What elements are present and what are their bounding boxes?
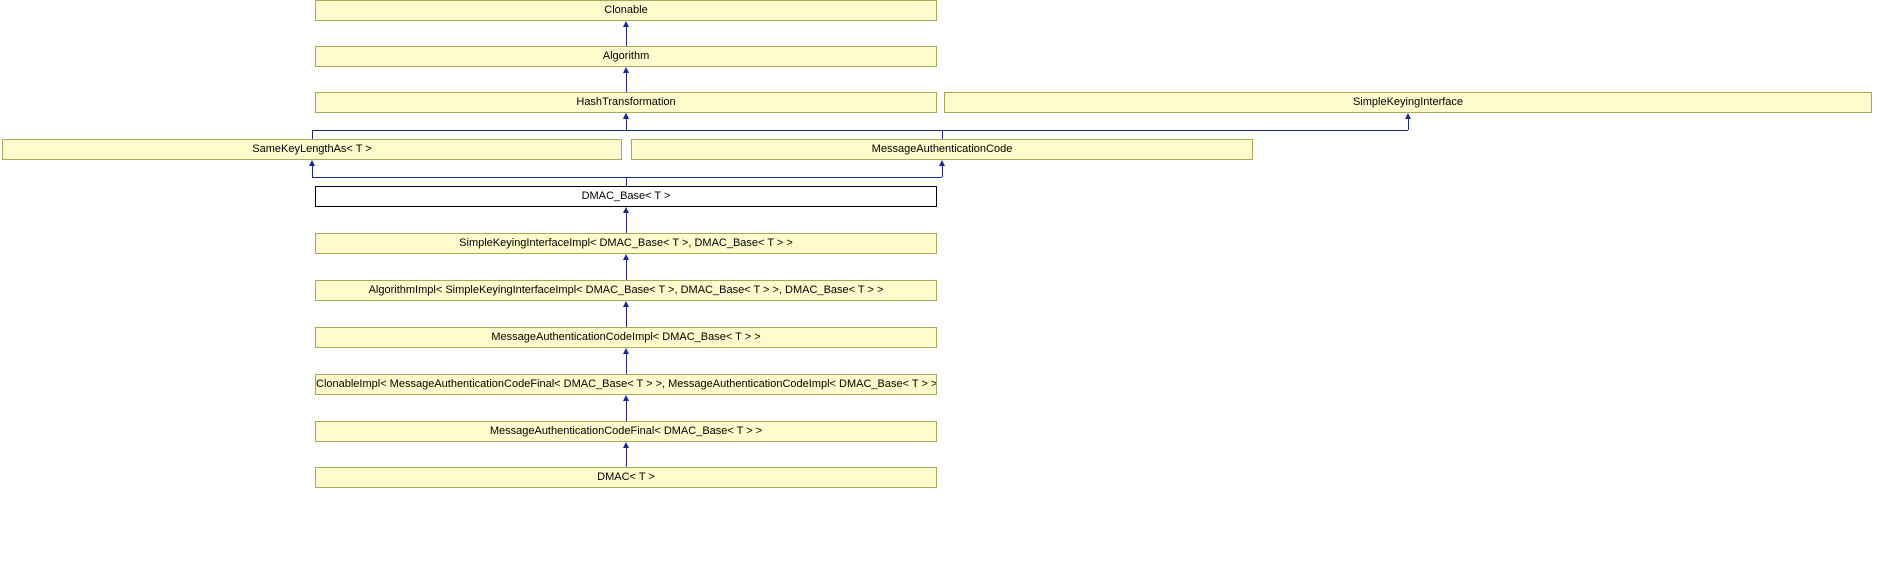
- edge-line-e-clonableimpl-macimpl: [626, 353, 627, 374]
- edge-arrow-e-mac-simplekeyinginterface: [1405, 113, 1411, 119]
- edge-arrow-e-macfinal-clonableimpl: [623, 395, 629, 401]
- edge-line-e-dmacbase-mac-parent: [942, 165, 943, 177]
- class-node-algorithm[interactable]: Algorithm: [315, 46, 937, 67]
- edge-line-e-samekeylengthas-hashtransformation-cross: [312, 130, 626, 131]
- class-node-messageauthenticationcodefinal[interactable]: MessageAuthenticationCodeFinal< DMAC_Bas…: [315, 421, 937, 442]
- class-node-dmac[interactable]: DMAC< T >: [315, 467, 937, 488]
- edge-arrow-e-dmacbase-samekeylengthas: [309, 160, 315, 166]
- edge-line-e-skii-dmacbase: [626, 212, 627, 233]
- edge-line-e-mac-hashtransformation-cross: [626, 130, 942, 131]
- edge-line-e-dmacbase-samekeylengthas-cross: [312, 177, 626, 178]
- edge-line-e-dmac-macfinal: [626, 447, 627, 467]
- edge-line-e-algorithm-clonable: [626, 26, 627, 46]
- edge-line-e-dmacbase-mac-cross: [626, 177, 942, 178]
- edge-line-e-hashtransformation-algorithm: [626, 72, 627, 92]
- edge-line-e-dmacbase-samekeylengthas-parent: [312, 165, 313, 177]
- edge-arrow-e-algorithmimpl-skii: [623, 254, 629, 260]
- edge-arrow-e-skii-dmacbase: [623, 207, 629, 213]
- edge-line-e-dmacbase-mac-child: [626, 177, 627, 186]
- edge-line-e-macimpl-algorithmimpl: [626, 306, 627, 327]
- edge-line-e-mac-hashtransformation-parent: [626, 118, 627, 130]
- class-node-algorithmimpl[interactable]: AlgorithmImpl< SimpleKeyingInterfaceImpl…: [315, 280, 937, 301]
- class-node-samekeylengthas[interactable]: SameKeyLengthAs< T >: [2, 139, 622, 160]
- class-node-messageauthenticationcode[interactable]: MessageAuthenticationCode: [631, 139, 1253, 160]
- edge-arrow-e-macimpl-algorithmimpl: [623, 301, 629, 307]
- edge-arrow-e-dmacbase-mac: [939, 160, 945, 166]
- class-node-clonableimpl[interactable]: ClonableImpl< MessageAuthenticationCodeF…: [315, 374, 937, 395]
- edge-line-e-mac-simplekeyinginterface-child: [942, 130, 943, 139]
- edge-line-e-mac-simplekeyinginterface-cross: [942, 130, 1408, 131]
- edge-arrow-e-hashtransformation-algorithm: [623, 67, 629, 73]
- edge-arrow-e-algorithm-clonable: [623, 21, 629, 27]
- edge-line-e-mac-simplekeyinginterface-parent: [1408, 118, 1409, 130]
- class-node-messageauthenticationcodeimpl[interactable]: MessageAuthenticationCodeImpl< DMAC_Base…: [315, 327, 937, 348]
- class-node-simplekeyinginterface[interactable]: SimpleKeyingInterface: [944, 92, 1872, 113]
- edge-arrow-e-clonableimpl-macimpl: [623, 348, 629, 354]
- class-node-simplekeyinginterfaceimpl[interactable]: SimpleKeyingInterfaceImpl< DMAC_Base< T …: [315, 233, 937, 254]
- edge-arrow-e-dmac-macfinal: [623, 442, 629, 448]
- class-node-hashtransformation[interactable]: HashTransformation: [315, 92, 937, 113]
- edge-line-e-macfinal-clonableimpl: [626, 400, 627, 421]
- edge-line-e-samekeylengthas-hashtransformation-child: [312, 130, 313, 139]
- class-node-dmac_base[interactable]: DMAC_Base< T >: [315, 186, 937, 207]
- class-node-clonable[interactable]: Clonable: [315, 0, 937, 21]
- edge-line-e-algorithmimpl-skii: [626, 259, 627, 280]
- edge-arrow-e-mac-hashtransformation: [623, 113, 629, 119]
